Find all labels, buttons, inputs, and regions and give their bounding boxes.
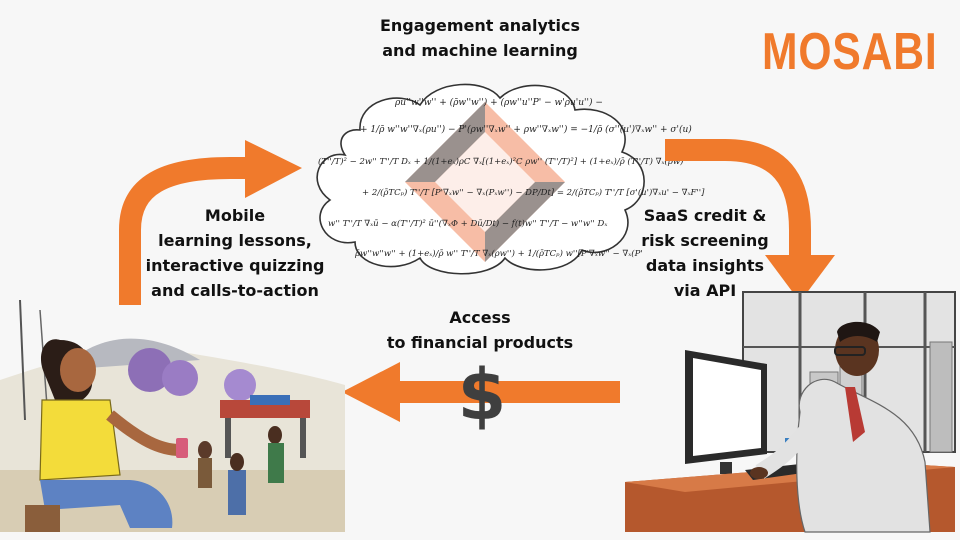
arrow-to-cloud bbox=[119, 140, 302, 305]
saas-label-line-2: risk screening bbox=[641, 231, 769, 250]
equation-line-6: ρ̄w''w''w'' + (1+eₓ)/ρ̄ w'' T''/T ∇ₓ(ρw'… bbox=[354, 248, 643, 259]
arrow-to-computer bbox=[665, 139, 835, 302]
mobile-label-line-3: interactive quizzing bbox=[145, 256, 325, 275]
saas-label-line-3: data insights bbox=[645, 256, 765, 275]
equation-line-4: + 2/(ρ̄TCₚ) T''/T [P'∇ₓw'' − ∇ₓ(Pₓw'') −… bbox=[362, 187, 705, 198]
access-label-line-1: Access bbox=[449, 308, 511, 327]
mobile-label-line-2: learning lessons, bbox=[158, 231, 312, 250]
mobile-label-line-4: and calls-to-action bbox=[151, 281, 319, 300]
saas-label-line-4: via API bbox=[673, 281, 737, 300]
analytics-cloud: ρu''w''w'' + (ρ̄w''w'') + (ρw''u''P' − w… bbox=[316, 83, 705, 275]
cloud-title: Engagement analytics and machine learnin… bbox=[330, 13, 630, 63]
cloud-title-line-2: and machine learning bbox=[382, 41, 578, 60]
equation-line-3: (T''/T)² − 2w'' T''/T Dₓ + 1/(1+eₓ)ρC ∇ₓ… bbox=[318, 156, 683, 167]
mobile-label-line-1: Mobile bbox=[204, 206, 266, 225]
access-label-line-2: to financial products bbox=[386, 333, 574, 352]
cloud-title-line-1: Engagement analytics bbox=[379, 16, 581, 35]
analyst-at-computer-illustration bbox=[625, 291, 956, 533]
mobile-learning-label: Mobile learning lessons, interactive qui… bbox=[135, 203, 335, 303]
diamond-graphic bbox=[405, 102, 565, 262]
financial-access-label: Access to financial products bbox=[380, 305, 580, 355]
saas-label-line-1: SaaS credit & bbox=[643, 206, 767, 225]
mosabi-logo: MOSABI bbox=[762, 23, 938, 81]
woman-with-phone-illustration bbox=[0, 299, 345, 532]
dollar-icon: $ bbox=[457, 354, 507, 436]
equation-line-5: w'' T''/T ∇ₓū − α(T''/T)² ū''(∇ₓΦ + Dū/D… bbox=[328, 218, 607, 229]
arrow-to-person bbox=[342, 362, 620, 422]
equation-line-2: + 1/ρ̄ w''w''∇ₓ(ρu'') − P'(ρw''∇ₓw'' + ρ… bbox=[360, 124, 692, 135]
equation-line-1: ρu''w''w'' + (ρ̄w''w'') + (ρw''u''P' − w… bbox=[394, 97, 603, 108]
saas-credit-label: SaaS credit & risk screening data insigh… bbox=[620, 203, 790, 303]
